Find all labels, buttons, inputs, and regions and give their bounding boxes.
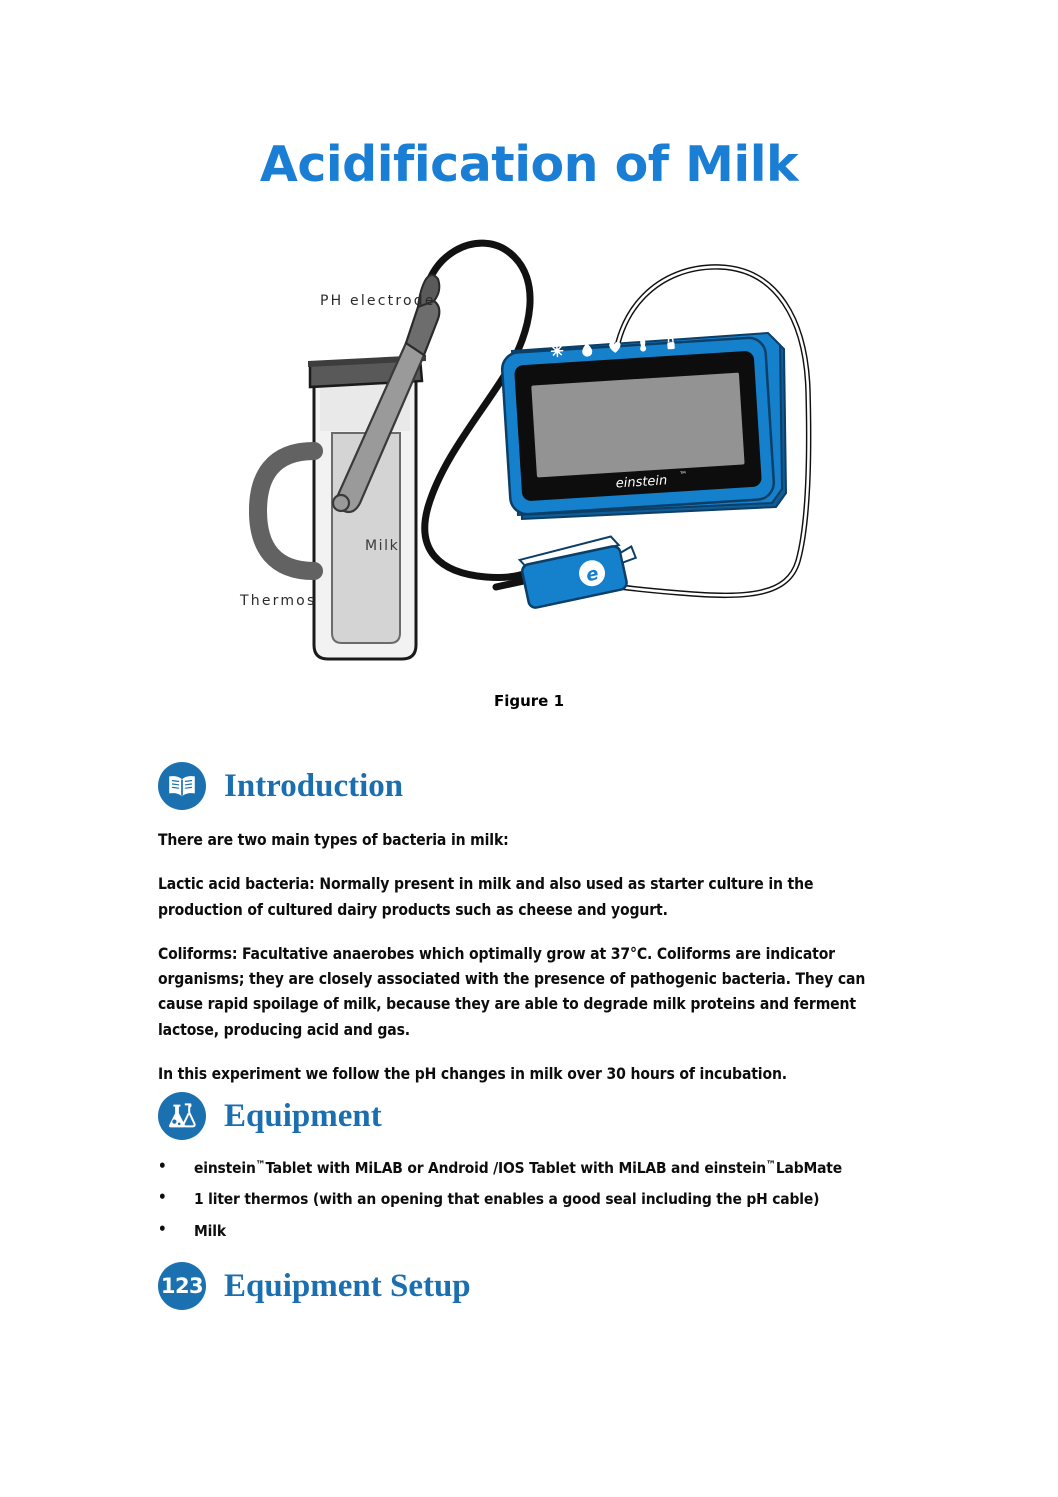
label-ph-electrode: PH electrode — [320, 293, 436, 309]
section-title-equipment-setup: Equipment Setup — [224, 1267, 471, 1304]
list-item: •einstein™Tablet with MiLAB or Android /… — [158, 1157, 918, 1179]
open-book-icon — [158, 762, 206, 810]
list-item: • 1 liter thermos (with an opening that e… — [158, 1188, 918, 1210]
list-item: • Milk — [158, 1220, 918, 1242]
svg-text:™: ™ — [679, 470, 688, 479]
equipment-item-text: Milk — [194, 1221, 226, 1240]
snowflake-icon — [550, 344, 564, 358]
figure-1-illustration: einstein ™ — [210, 215, 850, 670]
thermometer-icon — [640, 339, 647, 352]
bullet-glyph: • — [158, 1188, 167, 1207]
paragraph: Coliforms: Facultative anaerobes which o… — [158, 944, 866, 1039]
equipment-list: •einstein™Tablet with MiLAB or Android /… — [158, 1157, 918, 1251]
equipment-item-text-part1: einstein — [194, 1159, 256, 1177]
introduction-body: There are two main types of bacteria in … — [158, 828, 900, 1087]
figure-caption: Figure 1 — [493, 692, 565, 710]
droplet-icon — [582, 343, 593, 357]
page-title: Acidification of Milk — [259, 136, 799, 193]
paragraph: In this experiment we follow the pH chan… — [158, 1064, 787, 1083]
labmate-sensor: e — [517, 535, 638, 609]
label-thermos: Thermos — [239, 593, 316, 609]
equipment-item-text: 1 liter thermos (with an opening that en… — [194, 1190, 820, 1209]
bullet-glyph: • — [158, 1157, 167, 1175]
numbers-123-icon: 123 — [158, 1262, 206, 1310]
section-heading-equipment-setup: 123 Equipment Setup — [158, 1262, 471, 1310]
tablet-wordmark: einstein — [615, 473, 667, 491]
section-title-introduction: Introduction — [224, 767, 404, 804]
sensor-logo-text: e — [584, 563, 600, 586]
section-title-equipment: Equipment — [224, 1097, 382, 1134]
numbers-123-text: 123 — [160, 1273, 204, 1298]
trademark-symbol: ™ — [255, 1158, 266, 1172]
bullet-glyph: • — [158, 1219, 167, 1238]
trademark-symbol: ™ — [766, 1158, 776, 1172]
equipment-item-text-part2: Tablet with MiLAB or Android /IOS Tablet… — [265, 1159, 766, 1177]
lock-icon — [667, 337, 675, 350]
flask-icon — [158, 1092, 206, 1140]
section-heading-introduction: Introduction — [158, 762, 403, 810]
equipment-item-text-part3: LabMate — [775, 1159, 842, 1177]
paragraph: Lactic acid bacteria: Normally present i… — [158, 875, 814, 919]
heart-icon — [609, 341, 621, 353]
paragraph: There are two main types of bacteria in … — [158, 831, 509, 849]
label-milk: Milk — [365, 538, 399, 554]
tablet-sensor-icons — [550, 337, 675, 358]
section-heading-equipment: Equipment — [158, 1092, 382, 1140]
